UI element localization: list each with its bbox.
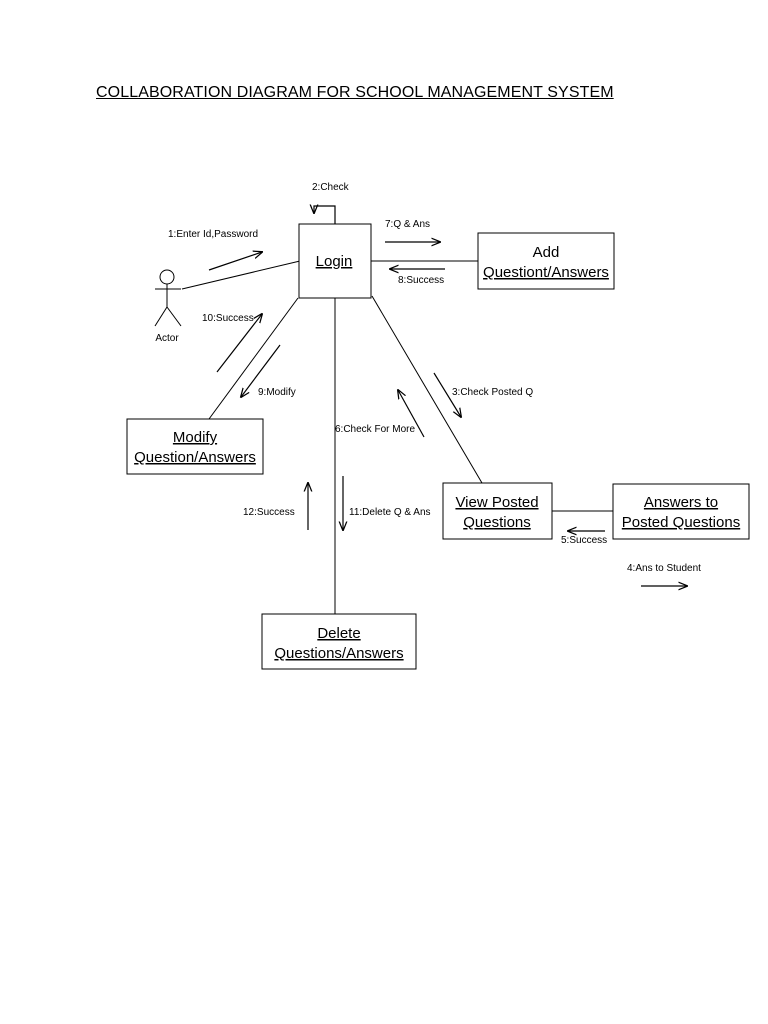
msg6-arrow <box>398 390 425 438</box>
delete-label-1: Delete <box>317 625 360 642</box>
view-label-1: View Posted <box>455 494 538 511</box>
answers-label-2: Posted Questions <box>622 514 740 531</box>
self-loop-arrow <box>314 206 336 224</box>
modify-label-2: Question/Answers <box>134 449 256 466</box>
add-label-1: Add <box>533 244 560 261</box>
msg3-arrow <box>433 372 461 417</box>
link-actor-login <box>181 260 301 290</box>
msg2-label: 2:Check <box>312 182 350 193</box>
view-label-2: Questions <box>463 514 531 531</box>
link-login-view <box>371 295 483 484</box>
msg6-label: 6:Check For More <box>335 424 415 435</box>
msg11-label: 11:Delete Q & Ans <box>349 507 431 518</box>
msg5-label: 5:Success <box>561 535 607 546</box>
answers-posted-box <box>612 483 750 540</box>
msg4-label: 4:Ans to Student <box>627 563 701 574</box>
msg9-arrow <box>241 344 281 397</box>
msg12-label: 12:Success <box>243 507 295 518</box>
actor-figure <box>154 269 182 327</box>
add-label-2: Questiont/Answers <box>483 264 609 281</box>
modify-qa-box <box>126 418 264 475</box>
msg1-arrow <box>208 252 262 271</box>
view-posted-box <box>442 482 553 540</box>
msg3-label: 3:Check Posted Q <box>452 387 533 398</box>
msg8-label: 8:Success <box>398 275 444 286</box>
msg1-label: 1:Enter Id,Password <box>168 229 258 240</box>
answers-label-1: Answers to <box>644 494 718 511</box>
page-title: COLLABORATION DIAGRAM FOR SCHOOL MANAGEM… <box>96 84 614 101</box>
msg10-label: 10:Success <box>202 313 254 324</box>
msg7-label: 7:Q & Ans <box>385 219 430 230</box>
msg9-label: 9:Modify <box>258 387 296 398</box>
delete-qa-box <box>261 613 417 670</box>
modify-label-1: Modify <box>173 429 218 446</box>
login-box <box>298 223 372 299</box>
login-label: Login <box>316 253 353 270</box>
link-login-modify <box>208 297 299 420</box>
add-qa-box <box>477 232 615 290</box>
delete-label-2: Questions/Answers <box>274 645 403 662</box>
actor-label: Actor <box>155 333 179 344</box>
msg10-arrow <box>216 314 262 373</box>
